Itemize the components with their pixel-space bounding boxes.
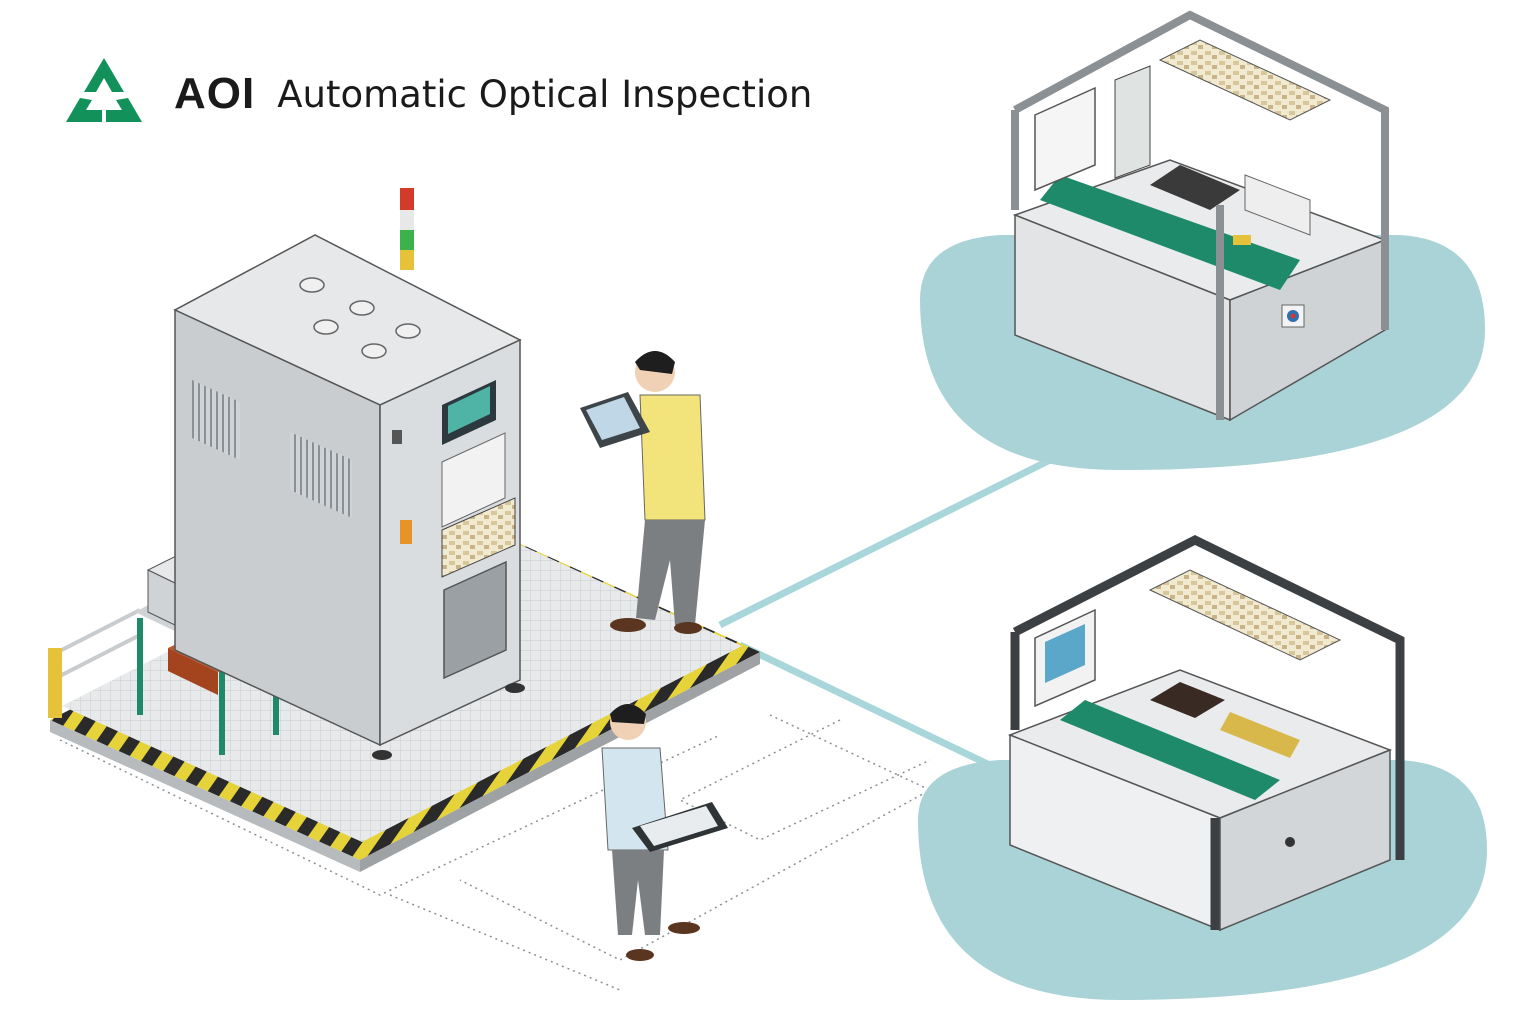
aoi-main-cabinet — [173, 234, 525, 760]
aoi-station-top — [920, 10, 1485, 470]
aoi-station-bottom — [918, 534, 1487, 1000]
safety-railing — [48, 608, 141, 718]
signal-tower-light — [400, 188, 414, 270]
recycle-triangle-icon — [66, 58, 142, 122]
header: AOI Automatic Optical Inspection — [62, 52, 812, 136]
page-subtitle: Automatic Optical Inspection — [277, 72, 813, 116]
network-link-bottom — [738, 641, 1002, 774]
operator-with-tablet — [601, 704, 728, 961]
operator-with-laptop — [580, 351, 706, 634]
network-link-top — [718, 441, 1082, 629]
brand-title: AOI — [174, 69, 256, 118]
